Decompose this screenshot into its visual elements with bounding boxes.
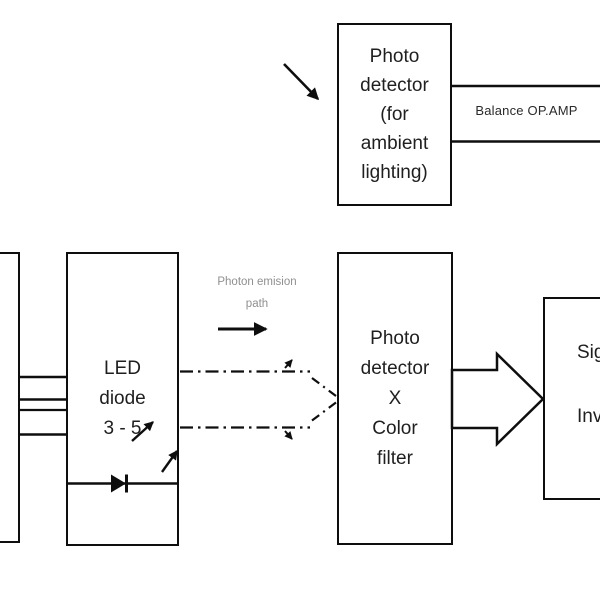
balance-opamp-label: Balance OP.AMP (475, 103, 578, 118)
diagonal-arrow-icon (283, 63, 320, 101)
balance-opamp-connector (452, 84, 600, 143)
signal-box-label: Sig Inv (577, 342, 600, 427)
photon-beam-upper (180, 359, 337, 397)
box-signal: Sig Inv (543, 297, 600, 500)
box-ambient-photo-detector: Photo detector (for ambient lighting) (337, 23, 452, 206)
diode-symbol-icon (67, 474, 179, 493)
box-left-partial: ) (0, 252, 20, 543)
photon-emission-path-label: Photon emision path (217, 276, 297, 310)
led-diode-label: LED diode 3 - 5 (99, 358, 146, 439)
box-color-photo-detector: Photo detector X Color filter (337, 252, 453, 545)
photon-beam-lower (180, 401, 337, 440)
color-photo-detector-label: Photo detector X Color filter (360, 327, 430, 469)
led-emission-arrows-icon (131, 421, 178, 473)
ambient-photo-detector-label: Photo detector (for ambient lighting) (360, 46, 429, 183)
open-block-arrow-icon (450, 351, 545, 447)
four-wire-bus (19, 375, 67, 436)
box-led-diode: LED diode 3 - 5 (66, 252, 179, 546)
